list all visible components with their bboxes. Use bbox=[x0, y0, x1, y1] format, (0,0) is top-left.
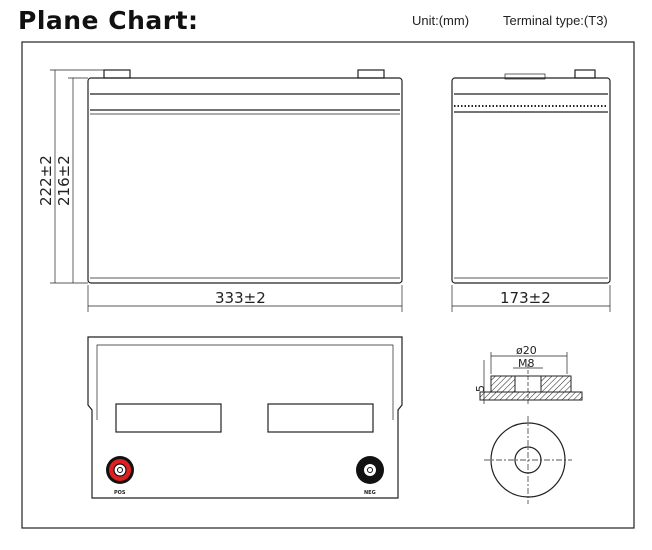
height-label: 5 bbox=[474, 385, 487, 392]
height-total-label: 222±2 bbox=[37, 155, 55, 206]
top-view: POS NEG bbox=[87, 336, 403, 499]
front-view bbox=[87, 69, 403, 284]
terminal-type-label: Terminal type:(T3) bbox=[503, 13, 608, 28]
width-label: 173±2 bbox=[500, 289, 551, 307]
diameter-label: ø20 bbox=[516, 344, 537, 357]
unit-label: Unit:(mm) bbox=[412, 13, 470, 28]
thread-label: M8 bbox=[518, 357, 535, 370]
height-case-label: 216±2 bbox=[55, 155, 73, 206]
length-label: 333±2 bbox=[215, 289, 266, 307]
negative-label: NEG bbox=[364, 490, 376, 496]
page-title: Plane Chart: bbox=[18, 6, 199, 35]
height-dimensions: 222±2 216±2 bbox=[37, 69, 104, 284]
length-dimension: 333±2 bbox=[87, 285, 403, 312]
side-view: 173±2 bbox=[451, 69, 611, 312]
drawing-frame bbox=[21, 41, 635, 529]
positive-label: POS bbox=[114, 490, 126, 496]
terminal-detail: ø20 M8 5 bbox=[474, 344, 583, 504]
